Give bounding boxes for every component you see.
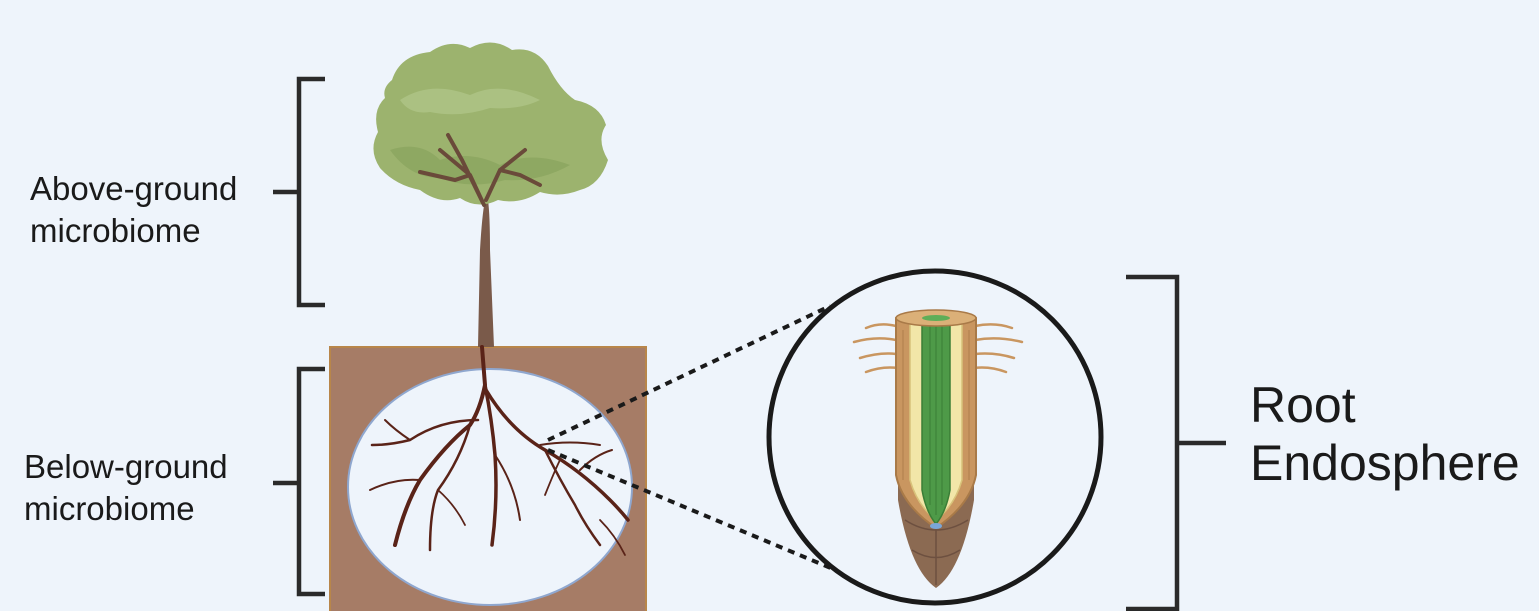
root-endosphere-label: Root Endosphere [1250,376,1520,492]
above-ground-line2: microbiome [30,210,237,252]
below-ground-label: Below-ground microbiome [24,446,228,530]
above-ground-line1: Above-ground [30,168,237,210]
tree-icon [373,42,608,347]
below-ground-line1: Below-ground [24,446,228,488]
above-ground-label: Above-ground microbiome [30,168,237,252]
bracket-above-ground [273,79,325,305]
bracket-below-ground [273,369,325,594]
root-endosphere-line1: Root [1250,376,1520,434]
below-ground-line2: microbiome [24,488,228,530]
root-endosphere-line2: Endosphere [1250,434,1520,492]
soil-block-icon [330,347,646,611]
bracket-root-endosphere [1126,277,1226,609]
